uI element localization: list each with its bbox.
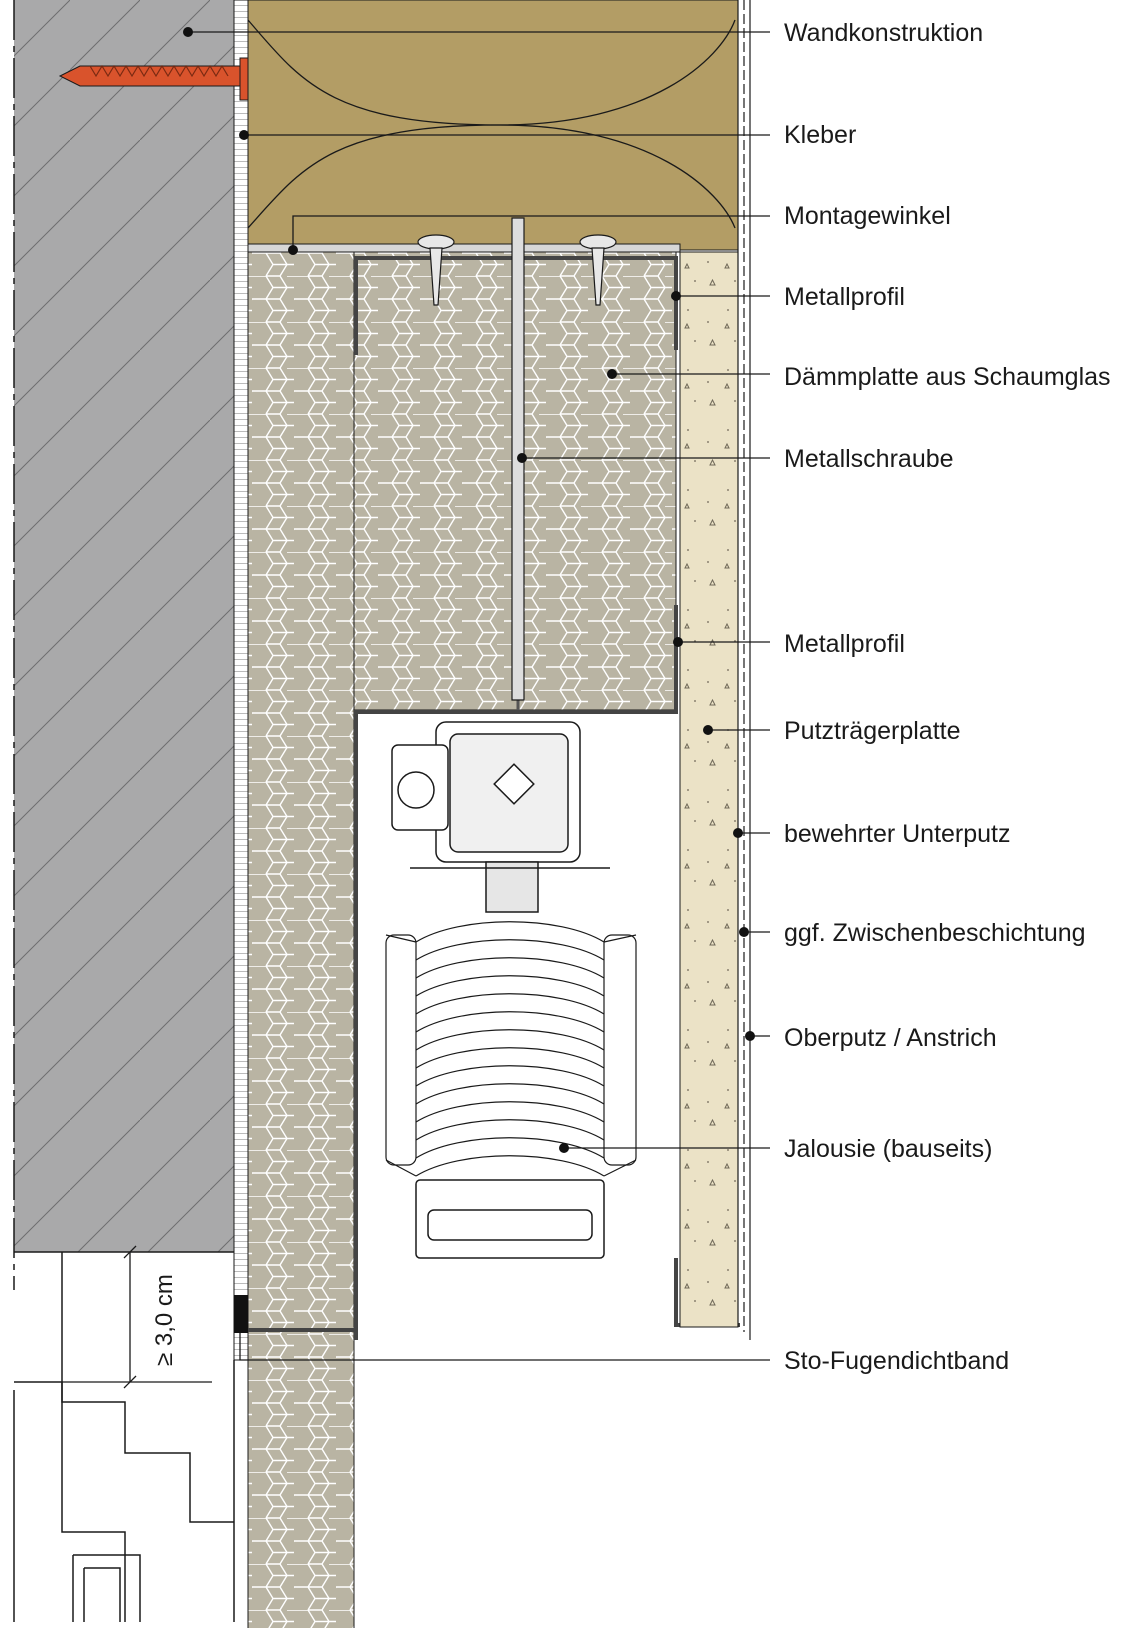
label-metallprofil-top: Metallprofil [784,283,905,311]
label-unterputz: bewehrter Unterputz [784,820,1011,848]
sealing-tape [234,1295,248,1333]
label-jalousie: Jalousie (bauseits) [784,1135,992,1163]
label-fugendichtband: Sto-Fugendichtband [784,1347,1009,1375]
jalousie-bottom-rail [415,1179,605,1259]
window-frame [13,1252,235,1622]
mounting-angle [247,243,681,253]
label-kleber: Kleber [784,121,856,149]
jalousie-mechanism [391,721,610,913]
label-metallprofil-mid: Metallprofil [784,630,905,658]
label-metallschraube: Metallschraube [784,445,954,473]
label-montagewinkel: Montagewinkel [784,202,951,230]
plaster-board [679,251,739,1328]
jalousie-slats [385,921,637,1177]
label-wandkonstruktion: Wandkonstruktion [784,19,983,47]
wall-construction [13,0,249,1361]
callouts: Wandkonstruktion Kleber Montagewinkel Me… [183,19,1111,1375]
render-layers [737,0,751,1340]
wall-dowel [58,57,251,101]
label-putztraegerplatte: Putzträgerplatte [784,717,961,745]
label-zwischenbeschichtung: ggf. Zwischenbeschichtung [784,919,1086,947]
dimension-label: ≥ 3,0 cm [151,1274,178,1366]
label-daemmplatte: Dämmplatte aus Schaumglas [784,363,1111,391]
label-oberputz: Oberputz / Anstrich [784,1024,997,1052]
dimension-gap: ≥ 3,0 cm [62,1245,212,1389]
insulation-board [247,0,739,251]
